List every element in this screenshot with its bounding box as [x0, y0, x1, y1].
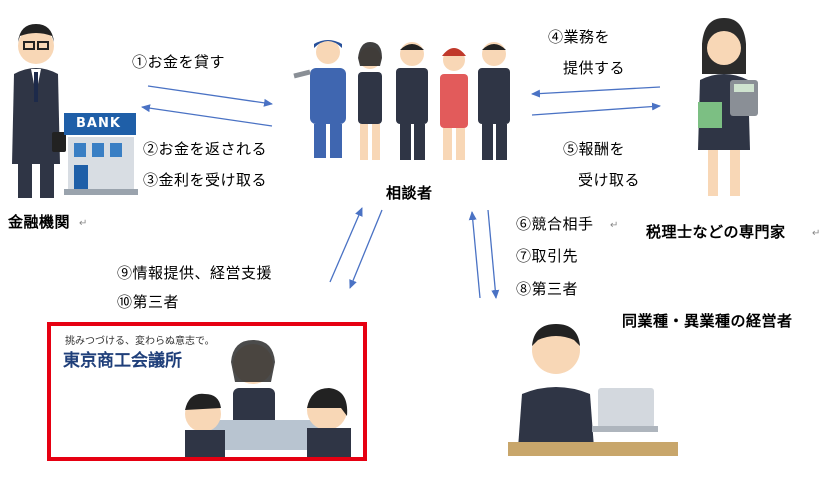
jcci-logo: 東京商工会議所: [63, 351, 182, 371]
flow-label-third-party-right: ⑧第三者: [516, 280, 579, 298]
arrow-from-managers: [468, 211, 481, 299]
arrow-service: [531, 86, 661, 98]
banker-illustration: [12, 24, 66, 198]
arrow-fee: [531, 102, 661, 116]
tax-expert-label: 税理士などの専門家: [646, 223, 786, 241]
arrow-from-jcci: [329, 207, 363, 283]
arrow-repay: [141, 104, 273, 127]
flow-label-lend: ①お金を貸す: [132, 53, 226, 71]
flow-label-repay: ②お金を返される: [143, 140, 268, 158]
arrow-lend: [147, 85, 273, 107]
flow-label-interest: ③金利を受け取る: [143, 171, 268, 189]
consultant-label: 相談者: [386, 184, 433, 202]
arrow-to-jcci: [349, 209, 383, 289]
flow-label-client: ⑦取引先: [516, 247, 579, 265]
return-mark: ↵: [610, 220, 619, 231]
bank-building-illustration: [64, 113, 138, 195]
jcci-panel: 挑みつづける、変わらぬ意志で。 東京商工会議所: [47, 322, 367, 461]
flow-label-service-1: ④業務を: [548, 28, 611, 46]
return-mark: ↵: [812, 228, 821, 239]
return-mark: ↵: [79, 218, 88, 229]
flow-label-competitor: ⑥競合相手: [516, 215, 594, 233]
financial-institution-label: 金融機関: [8, 213, 71, 231]
consultant-group-illustration: [293, 40, 510, 160]
manager-at-laptop-illustration: [508, 324, 678, 456]
other-managers-label: 同業種・異業種の経営者: [622, 312, 793, 330]
flow-label-third-party-left: ⑩第三者: [117, 293, 180, 311]
bank-sign: BANK: [76, 116, 121, 131]
jcci-tagline: 挑みつづける、変わらぬ意志で。: [65, 336, 215, 347]
meeting-illustration: [185, 340, 351, 457]
arrow-to-managers: [487, 209, 500, 299]
tax-expert-illustration: [698, 18, 758, 196]
flow-label-service-2: 提供する: [563, 59, 626, 77]
flow-label-fee-1: ⑤報酬を: [563, 140, 626, 158]
flow-label-fee-2: 受け取る: [578, 171, 641, 189]
flow-label-support: ⑨情報提供、経営支援: [117, 264, 273, 282]
